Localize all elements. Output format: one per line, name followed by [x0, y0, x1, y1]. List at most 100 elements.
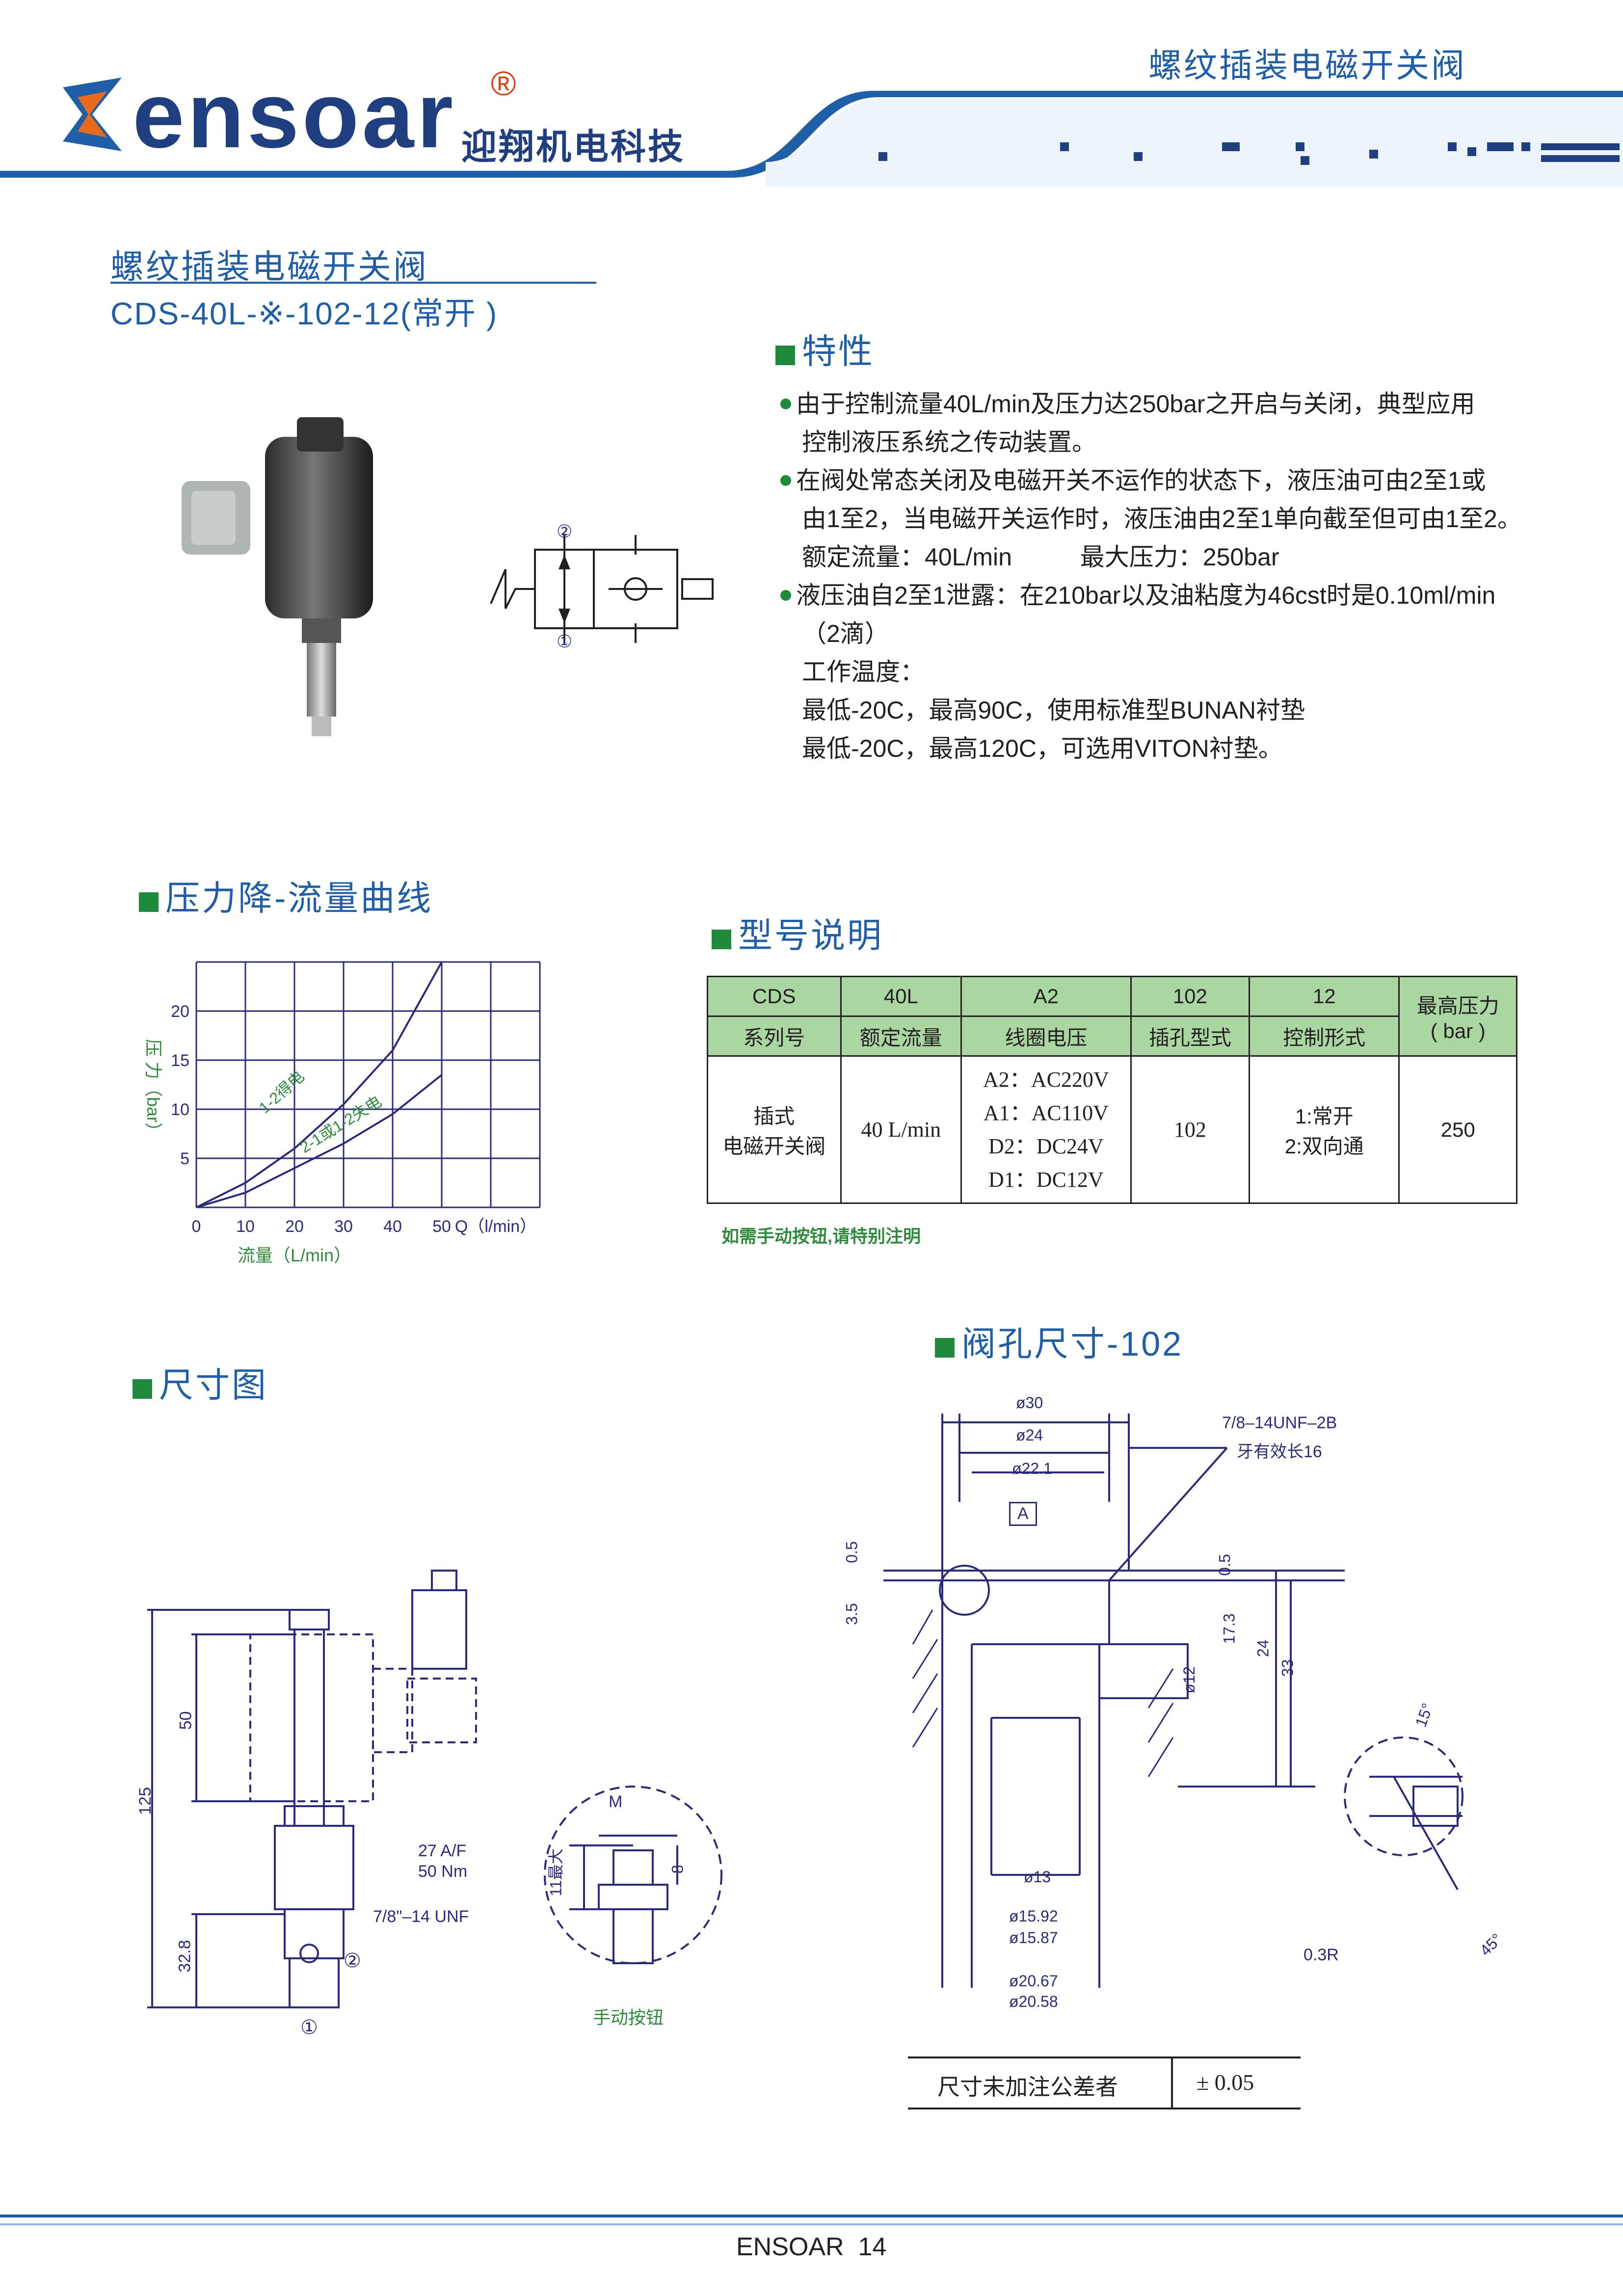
features-list: 由于控制流量40L/min及压力达250bar之开启与关闭，典型应用 控制液压系… [780, 385, 1566, 768]
feature-line: 由1至2，当电磁开关运作时，液压油由2至1单向截至但可由1至2。 [802, 505, 1522, 533]
series-line-2 [196, 1074, 443, 1208]
heading-square-icon [133, 1379, 152, 1399]
feature-line: 液压油自2至1泄露：在210bar以及油粘度为46cst时是0.10ml/min [780, 576, 1566, 614]
tolerance-value: ± 0.05 [1197, 2070, 1254, 2095]
cav-d12: ø12 [1180, 1666, 1198, 1694]
footer-rule [0, 2215, 1623, 2217]
manual-button-detail [540, 1777, 736, 1976]
valve-outline-drawing [147, 1570, 477, 2008]
x-tick-label: 40 [383, 1217, 402, 1236]
cav-thread: 7/8–14UNF–2B [1222, 1414, 1337, 1432]
cav-d30: ø30 [1016, 1394, 1043, 1412]
feature-line: 额定流量：40L/min 最大压力：250bar [802, 543, 1279, 571]
x-tick-label: 20 [285, 1217, 304, 1236]
cav-d15-87: ø15.87 [1009, 1929, 1058, 1947]
model-table: CDS 40L A2 102 12 最高压力 ( bar ) 系列号 额定流量 … [707, 976, 1517, 1204]
x-axis-title: 流量（L/min） [238, 1245, 351, 1265]
features-title: 特性 [802, 332, 875, 371]
cav-datum-a: A [1009, 1502, 1037, 1526]
table-cell-voltages: A2：AC220V A1：AC110V D2：DC24V D1：DC12V [960, 1055, 1132, 1204]
table-cell: 插孔型式 [1130, 1015, 1251, 1057]
bullet-icon [780, 399, 791, 409]
manual-button-label: 手动按钮 [593, 2007, 664, 2028]
bullet-icon [780, 590, 791, 601]
cav-d20-58: ø20.58 [1009, 1993, 1058, 2010]
table-cell: 40L [840, 976, 962, 1017]
symbol-port-2: ② [557, 521, 573, 541]
cavity-title: 阀孔尺寸-102 [961, 1325, 1184, 1363]
dim-port-2: ② [344, 1950, 361, 1972]
cav-d15-92: ø15.92 [1009, 1907, 1058, 1925]
feature-line: （2滴） [802, 620, 889, 647]
table-cell: 250 [1398, 1055, 1517, 1204]
feature-line: 由于控制流量40L/min及压力达250bar之开启与关闭，典型应用 [780, 385, 1566, 423]
cav-d20-67: ø20.67 [1009, 1972, 1058, 1990]
product-photo [177, 407, 432, 753]
tolerance-label: 尺寸未加注公差者 [937, 2075, 1118, 2100]
series-label-2: 2-1或1-2失电 [297, 1093, 385, 1156]
logo-mark-icon [63, 78, 122, 151]
table-cell: 系列号 [707, 1015, 842, 1057]
manual-8: 8 [668, 1865, 687, 1874]
cav-radius: 0.3R [1304, 1946, 1339, 1964]
heading-square-icon [139, 892, 159, 912]
dim-50: 50 [176, 1711, 195, 1730]
dimension-heading: 尺寸图 [133, 1358, 268, 1407]
chart-heading: 压力降-流量曲线 [139, 871, 433, 920]
model-note: 如需手动按钮,请特别注明 [721, 1226, 921, 1246]
dim-hex: 27 A/F [418, 1842, 467, 1860]
dim-32-8: 32.8 [175, 1940, 194, 1973]
model-heading: 型号说明 [712, 908, 883, 958]
y-tick-label: 5 [180, 1149, 189, 1168]
feature-line: 在阀处常态关闭及电磁开关不运作的状态下，液压油可由2至1或 [780, 461, 1566, 500]
dim-torque: 50 Nm [418, 1862, 468, 1881]
company-name: 迎翔机电科技 [461, 128, 686, 167]
table-cell-max-pressure: 最高压力 ( bar ) [1398, 976, 1517, 1057]
cav-0-5-right: 0.5 [1216, 1554, 1234, 1576]
feature-line: 工作温度： [802, 658, 925, 686]
manual-11: 11最大 [547, 1848, 565, 1896]
category-title: 螺纹插装电磁开关阀 [1148, 47, 1467, 84]
cav-0-5-left: 0.5 [843, 1541, 861, 1563]
table-cell: 额定流量 [840, 1015, 962, 1057]
table-cell: 控制形式 [1249, 1015, 1400, 1057]
symbol-port-1: ① [557, 631, 573, 651]
header-band [0, 0, 1623, 187]
registered-mark: ® [491, 64, 516, 103]
y-tick-label: 15 [171, 1051, 189, 1070]
heading-square-icon [712, 930, 731, 949]
cav-d24: ø24 [1016, 1426, 1043, 1444]
footer-text: ENSOAR 14 [736, 2233, 887, 2261]
title-underline [110, 282, 596, 284]
logo-wordmark: ensoar [133, 63, 456, 167]
cav-24: 24 [1254, 1639, 1272, 1657]
feature-line: 最低-20C，最高120C，可选用VITON衬垫。 [802, 735, 1283, 762]
x-tick-label: 10 [236, 1217, 255, 1236]
table-cell: 插式电磁开关阀 [707, 1055, 842, 1204]
dim-port-1: ① [300, 2017, 318, 2038]
cavity-drawing [854, 1404, 1590, 2025]
tolerance-divider [1171, 2058, 1173, 2108]
tolerance-table: 尺寸未加注公差者 ± 0.05 [908, 2056, 1301, 2109]
table-cell: CDS [707, 976, 842, 1017]
x-tick-label: 30 [334, 1217, 353, 1236]
table-cell: 102 [1130, 1055, 1251, 1204]
cav-33: 33 [1278, 1659, 1297, 1677]
table-cell: A2 [960, 976, 1132, 1017]
dim-thread: 7/8"–14 UNF [373, 1907, 469, 1926]
model-table-wrapper: CDS 40L A2 102 12 最高压力 ( bar ) 系列号 额定流量 … [707, 976, 1517, 1204]
series-line-1 [196, 961, 443, 1208]
cavity-heading: 阀孔尺寸-102 [935, 1316, 1183, 1366]
cav-17-3: 17.3 [1220, 1613, 1238, 1644]
hydraulic-symbol [486, 525, 741, 655]
chart-title: 压力降-流量曲线 [165, 879, 433, 917]
dim-125: 125 [135, 1787, 155, 1815]
model-title: 型号说明 [738, 916, 883, 955]
bullet-icon [780, 475, 791, 486]
x-tick-label: 0 [192, 1217, 201, 1236]
y-tick-label: 10 [171, 1100, 189, 1119]
heading-square-icon [935, 1338, 955, 1358]
